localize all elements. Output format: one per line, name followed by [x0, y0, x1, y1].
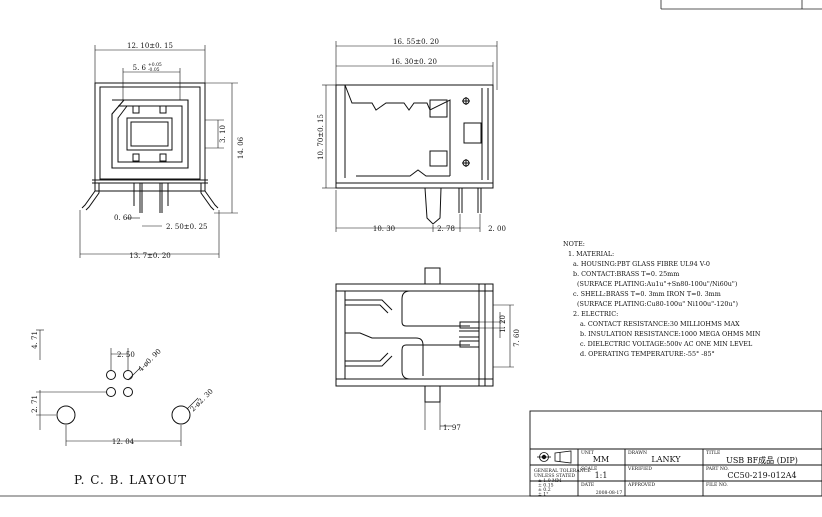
- dim-pcb-peg-hole: 2-ø2. 30: [189, 387, 215, 413]
- notes-heading: NOTE:: [563, 240, 585, 248]
- part-no-label: PART NO.: [706, 466, 729, 472]
- dim-pin-pitch: 2. 50±0. 25: [166, 223, 208, 231]
- note-line: 2. ELECTRIC:: [573, 310, 618, 318]
- dim-leg-width: 1. 97: [443, 424, 461, 432]
- note-line: a. HOUSING:PBT GLASS FIBRE UL94 V-0: [573, 260, 710, 268]
- verified-label: VERIFIED: [627, 466, 652, 472]
- drawn-value: LANKY: [651, 455, 681, 464]
- unit-value: MM: [593, 455, 609, 464]
- tolerance-block: GENERAL TOLERANCE UNLESS STATED ± 1.0 MM…: [534, 468, 591, 498]
- dim-pin-width: 0. 60: [114, 214, 132, 222]
- dim-inner-height: 3. 10: [219, 125, 227, 143]
- note-line: c. SHELL:BRASS T=0. 3mm IRON T=0. 3mm: [573, 290, 721, 298]
- pcb-layout-holes: [56, 370, 191, 425]
- tolerance-line: ± 0.15: [538, 483, 554, 489]
- scale-value: 1:1: [595, 471, 608, 480]
- tolerance-line: ± 1.0 MM: [538, 478, 562, 484]
- pcb-layout-title: P. C. B. LAYOUT: [74, 473, 187, 487]
- scale-label: SCALE: [581, 466, 597, 472]
- title-label: TITLE: [706, 450, 720, 456]
- note-line: d. OPERATING TEMPERATURE:-55° -85°: [580, 350, 715, 358]
- sheet-frame: [0, 0, 822, 497]
- dim-body-length: 16. 30±0. 20: [391, 58, 437, 66]
- note-line: a. CONTACT RESISTANCE:30 MILLIOHMS MAX: [580, 320, 740, 328]
- note-line: c. DIELECTRIC VOLTAGE:500v AC ONE MIN LE…: [580, 340, 753, 348]
- projection-symbol-icon: [537, 450, 572, 464]
- tolerance-line: UNLESS STATED: [534, 473, 575, 479]
- dim-slot-tol-minus: -0.05: [148, 67, 160, 73]
- note-line: 1. MATERIAL:: [568, 250, 614, 258]
- dim-pcb-peg-span: 12. 04: [112, 438, 135, 446]
- bottom-view: [335, 267, 494, 403]
- dim-slot-width: 5. 6: [133, 64, 147, 72]
- note-line: (SURFACE PLATING:Cu80-100u" Ni100u"-120u…: [577, 300, 738, 308]
- dim-leg-span: 13. 7±0. 20: [129, 252, 171, 260]
- dim-body-height: 10. 70±0. 15: [317, 114, 325, 160]
- dim-pcb-pin-hole: 4-ø0. 90: [137, 347, 163, 373]
- dim-leg-offset: 10. 30: [373, 225, 395, 233]
- front-view: [81, 82, 219, 213]
- tolerance-line: ± 0.2: [538, 487, 551, 493]
- side-view: [335, 84, 494, 225]
- dim-slot-tol-plus: +0.05: [148, 62, 162, 68]
- tolerance-line: ± 1°: [538, 492, 549, 498]
- file-no-label: FILE NO.: [706, 482, 728, 488]
- note-line: (SURFACE PLATING:Au1u"+Sn80-100u"/Ni60u"…: [577, 280, 737, 288]
- title-block-frame: [529, 410, 822, 497]
- dim-pcb-pin-pitch: 2. 50: [117, 351, 135, 359]
- date-value: 2008-08-17: [596, 490, 623, 496]
- dim-overall-width: 12. 10±0. 15: [127, 42, 173, 50]
- title-value: USB BF成品 (DIP): [726, 455, 798, 465]
- dim-total-length: 16. 55±0. 20: [393, 38, 439, 46]
- front-view-dimensions: [79, 45, 238, 258]
- approved-label: APPROVED: [627, 482, 655, 488]
- pcb-layout-dimensions: [36, 329, 199, 446]
- part-no-value: CC50-219-012A4: [727, 471, 796, 480]
- dim-pcb-height-a: 4. 71: [31, 331, 39, 349]
- dim-pin-offset-a: 2. 78: [437, 225, 455, 233]
- drawn-label: DRAWN: [628, 450, 647, 456]
- notes-block: NOTE: 1. MATERIAL: a. HOUSING:PBT GLASS …: [563, 240, 761, 358]
- tolerance-line: GENERAL TOLERANCE: [534, 468, 591, 474]
- dim-overall-height: 14. 06: [237, 136, 245, 159]
- unit-label: UNIT: [581, 450, 595, 456]
- note-line: b. INSULATION RESISTANCE:1000 MEGA OHMS …: [580, 330, 761, 338]
- note-line: b. CONTACT:BRASS T=0. 25mm: [573, 270, 679, 278]
- side-view-dimensions: [322, 41, 498, 232]
- bottom-view-dimensions: [424, 304, 514, 430]
- dim-pcb-height-b: 2. 71: [31, 395, 39, 413]
- dim-pin-offset-b: 2. 00: [488, 225, 506, 233]
- date-label: DATE: [581, 482, 594, 488]
- dim-pin-row-span: 7. 60: [513, 329, 521, 347]
- dim-pin-row-gap: 1. 20: [499, 315, 507, 333]
